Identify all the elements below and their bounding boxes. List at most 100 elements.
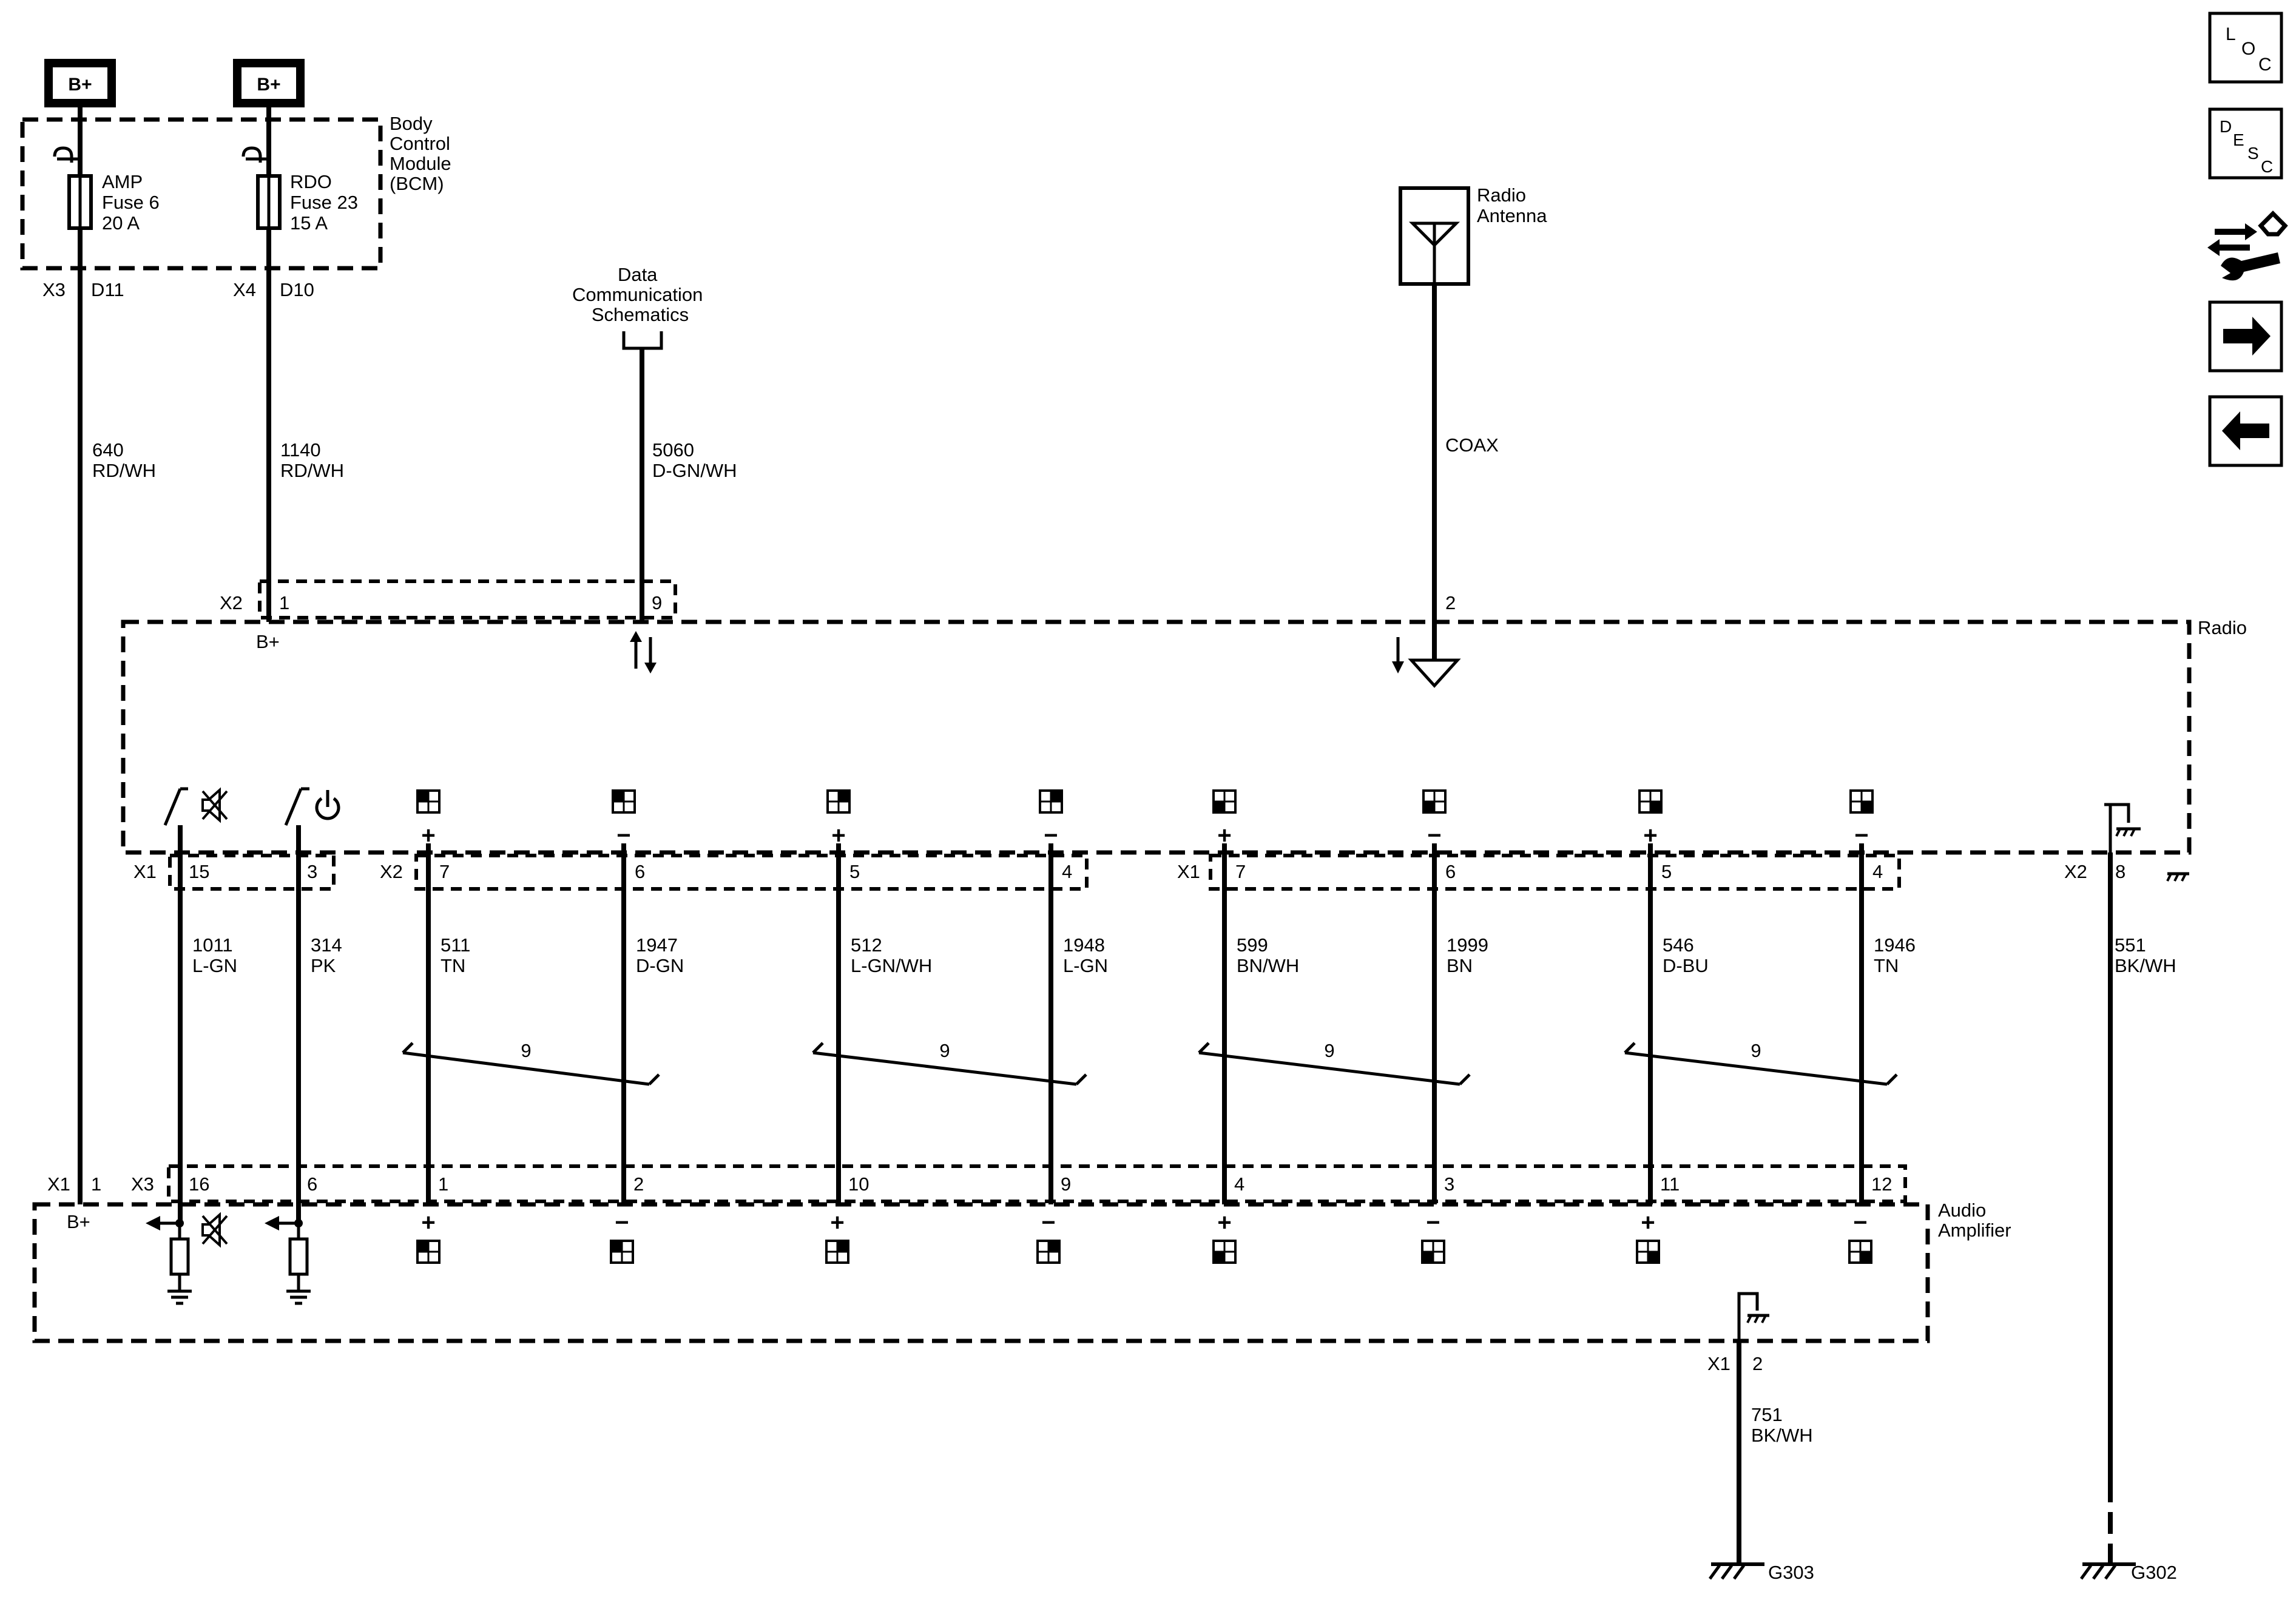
amp-speaker-sign: −	[1041, 1209, 1055, 1236]
amp-speaker-icon	[1212, 1240, 1237, 1264]
twisted-pair-label: 9	[1324, 1040, 1334, 1061]
bcm-pin-d11: D11	[91, 279, 124, 300]
radio-b-plus: B+	[256, 631, 280, 652]
svg-text:D: D	[2220, 117, 2232, 136]
radio-speaker-pin: 6	[635, 861, 645, 882]
radio-speaker-sign: −	[1044, 822, 1058, 849]
radio-x2-bottom-label: X2	[380, 861, 403, 882]
radio-speaker-sign: −	[1427, 822, 1441, 849]
twisted-pair-marker: 9	[1624, 1040, 1898, 1086]
radio-speaker-pin: 5	[1661, 861, 1672, 882]
arrow-right-icon	[2223, 317, 2271, 356]
radio-control-pin: 15	[189, 861, 209, 882]
svg-text:E: E	[2233, 130, 2244, 149]
ground-g302-icon	[2079, 1562, 2136, 1580]
amp-speaker-sign: −	[1853, 1209, 1867, 1236]
loc-button[interactable]: L O C	[2208, 12, 2283, 84]
radio-antenna	[1399, 186, 1470, 286]
amplifier-x3-connector	[167, 1164, 1907, 1203]
radio-speaker-icon	[1638, 789, 1663, 814]
amp-speaker-sign: +	[421, 1209, 435, 1236]
amp-speaker-pin: 9	[1061, 1173, 1071, 1195]
radio-box	[121, 619, 2192, 855]
amp-speaker-pin: 4	[1234, 1173, 1244, 1195]
bcm-x4-connector: X4	[233, 279, 256, 300]
desc-button[interactable]: D E S C	[2208, 107, 2283, 180]
amp-speaker-sign: +	[1641, 1209, 1655, 1236]
amp-enable-input	[265, 1216, 311, 1305]
bcm-box	[20, 117, 383, 271]
wire-1140-label: 1140 RD/WH	[280, 439, 344, 481]
radio-speaker-pin: 7	[439, 861, 450, 882]
radio-enable-switch	[284, 787, 340, 826]
arrow-left-icon	[2222, 411, 2269, 450]
amp-x3-label: X3	[131, 1173, 154, 1195]
twisted-pair-label: 9	[1751, 1040, 1761, 1061]
twisted-pair-label: 9	[521, 1040, 531, 1061]
data-comm-label: Data Communication Schematics	[572, 264, 708, 325]
svg-text:C: C	[2258, 55, 2272, 75]
amp-ground-connector: X1	[1707, 1353, 1730, 1374]
connector-wrench-icon[interactable]	[2207, 211, 2288, 281]
svg-text:S: S	[2247, 144, 2259, 163]
radio-speaker-pin: 4	[1872, 861, 1883, 882]
radio-speaker-icon	[612, 789, 636, 814]
radio-ground-internal	[2104, 803, 2130, 852]
twisted-pair-marker: 9	[812, 1040, 1087, 1086]
amp-speaker-icon	[1421, 1240, 1445, 1264]
coax-label: COAX	[1445, 434, 1499, 456]
amp-speaker-symbols: +−+−+−+−	[416, 1209, 1872, 1264]
amp-speaker-sign: +	[830, 1209, 844, 1236]
bcm-pin-d10: D10	[280, 279, 314, 300]
radio-speaker-icon	[1039, 789, 1063, 814]
amp-speaker-icon	[1036, 1240, 1061, 1264]
amp-fuse: AMP Fuse 6 20 A	[53, 103, 160, 234]
svg-text:L: L	[2226, 24, 2236, 44]
power-icon	[315, 790, 340, 820]
next-page-button[interactable]	[2208, 300, 2283, 373]
previous-page-button[interactable]	[2208, 395, 2283, 467]
battery-label-amp: B+	[68, 75, 92, 95]
ground-g303-icon	[1708, 1562, 1764, 1580]
radio-speaker-pin: 6	[1445, 861, 1456, 882]
radio-speaker-sign: +	[1217, 822, 1231, 849]
wire-551-label: 551 BK/WH	[2115, 934, 2176, 976]
radio-label: Radio	[2198, 617, 2247, 638]
antenna-label: Radio Antenna	[1477, 184, 1547, 226]
amp-speaker-pin: 12	[1871, 1173, 1892, 1195]
radio-x2-top-connector	[258, 579, 677, 619]
radio-pin-9: 9	[652, 592, 662, 613]
radio-speaker-sign: +	[421, 822, 435, 849]
radio-speaker-pin: 5	[849, 861, 860, 882]
amp-speaker-mute-icon	[201, 1212, 228, 1248]
antenna-input-icon	[1392, 637, 1461, 688]
amp-b-plus: B+	[67, 1211, 90, 1232]
radio-x1-control-connector	[168, 854, 336, 891]
amp-speaker-icon	[1848, 1240, 1872, 1264]
amp-speaker-icon	[1636, 1240, 1660, 1264]
radio-speaker-sign: +	[1643, 822, 1657, 849]
amp-speaker-pin: 1	[438, 1173, 448, 1195]
amp-speaker-pin: 2	[633, 1173, 644, 1195]
amp-pin-2: 2	[1752, 1353, 1763, 1374]
radio-speaker-icon	[416, 789, 441, 814]
amp-speaker-sign: −	[1426, 1209, 1440, 1236]
twisted-pair-marker: 9	[402, 1040, 660, 1086]
radio-mute-switch	[163, 787, 228, 826]
radio-speaker-symbols: +−+−+−+−	[416, 789, 1874, 849]
radio-pin-8: 8	[2115, 861, 2125, 882]
wire-640-label: 640 RD/WH	[92, 439, 156, 481]
amp-mute-input	[146, 1212, 228, 1305]
radio-speaker-pin: 7	[1235, 861, 1246, 882]
radio-pin-1: 1	[279, 592, 289, 613]
